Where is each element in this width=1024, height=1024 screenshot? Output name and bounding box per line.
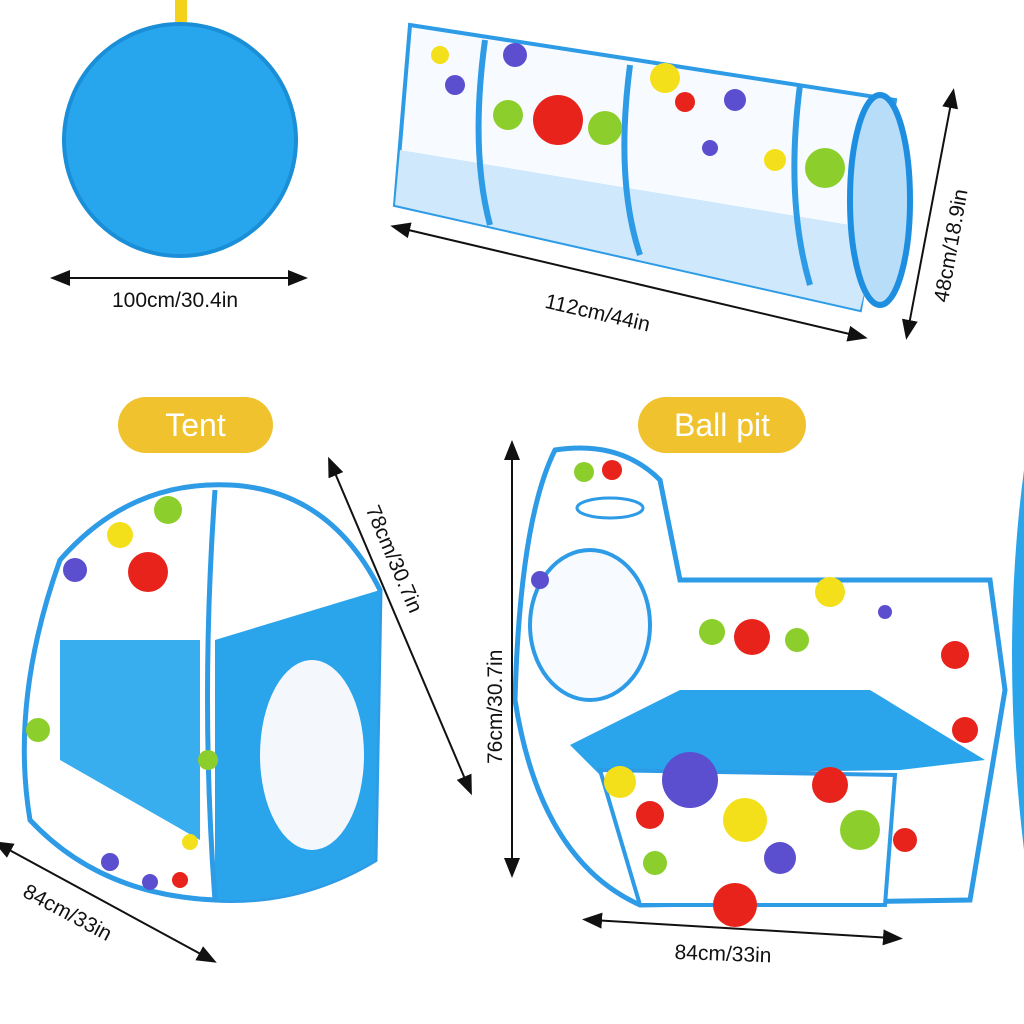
- ball-pit: [512, 445, 1024, 927]
- pit-width-arrow: [582, 912, 903, 946]
- bag-width-label: 100cm/30.4in: [112, 289, 239, 312]
- pit-height-label: 76cm/30.7in: [484, 649, 507, 764]
- tunnel-diameter-arrow: [902, 88, 958, 340]
- tent-label: Tent: [118, 397, 273, 453]
- tent: [21, 482, 383, 903]
- ball-pit-label: Ball pit: [638, 397, 806, 453]
- tunnel-length-arrow: [390, 222, 868, 342]
- storage-bag: [62, 0, 298, 258]
- tunnel: [392, 22, 913, 313]
- pit-width-label: 84cm/33in: [674, 941, 772, 968]
- tent-width-arrow: [0, 841, 217, 963]
- tent-height-arrow: [328, 456, 472, 796]
